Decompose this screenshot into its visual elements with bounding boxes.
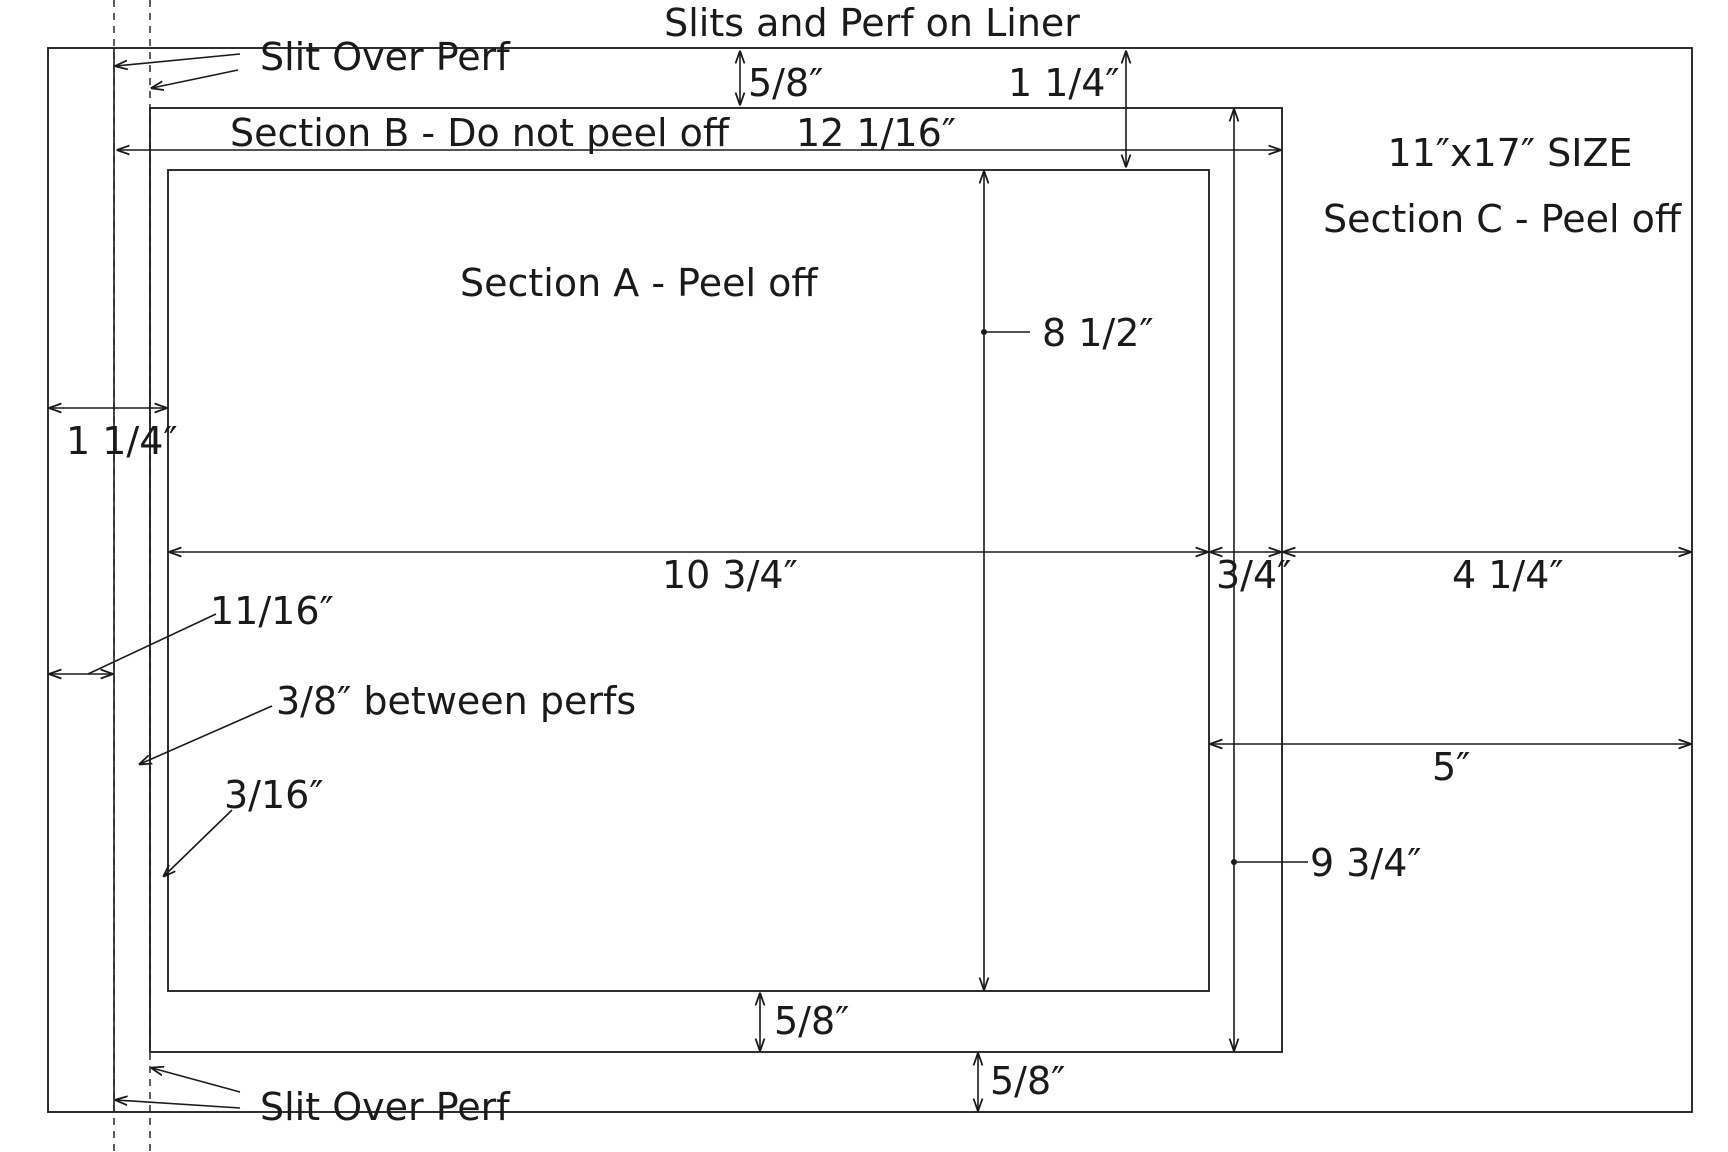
top-gap-label: 5/8″ xyxy=(748,61,823,105)
bottom-a-gap-label: 5/8″ xyxy=(774,999,849,1043)
top-right-gap-label: 1 1/4″ xyxy=(1008,61,1120,105)
left-margin-label: 1 1/4″ xyxy=(66,419,178,463)
section-b-width-label: 12 1/16″ xyxy=(796,111,956,155)
section-a-label: Section A - Peel off xyxy=(460,261,818,305)
section-c-width-label: 4 1/4″ xyxy=(1452,553,1564,597)
perf-offset-label: 3/16″ xyxy=(224,773,324,817)
slit-offset-leader xyxy=(87,613,217,675)
slit-leader-top-2 xyxy=(152,69,239,88)
slit-offset-label: 11/16″ xyxy=(210,589,334,633)
slit-leader-top-1 xyxy=(116,53,241,66)
perf-offset-leader xyxy=(164,809,233,876)
between-perfs-label: 3/8″ between perfs xyxy=(276,679,636,723)
section-b-outline xyxy=(149,107,1283,1053)
size-label: 11″x17″ SIZE xyxy=(1387,131,1632,175)
slit-over-perf-top-label: Slit Over Perf xyxy=(260,35,511,79)
section-a-outline xyxy=(167,169,1210,992)
section-c-label: Section C - Peel off xyxy=(1323,197,1682,241)
slit-leader-bottom-2 xyxy=(152,1068,241,1093)
right-c-width-label: 5″ xyxy=(1432,745,1470,789)
slit-over-perf-bottom-label: Slit Over Perf xyxy=(260,1085,511,1129)
liner-sheet-outline xyxy=(47,47,1693,1113)
slit-leader-bottom-1 xyxy=(116,1100,241,1109)
diagram-title: Slits and Perf on Liner xyxy=(664,1,1080,45)
right-b-margin-label: 3/4″ xyxy=(1216,553,1291,597)
section-a-width-label: 10 3/4″ xyxy=(662,553,798,597)
section-b-height-label: 9 3/4″ xyxy=(1310,841,1422,885)
section-b-label: Section B - Do not peel off xyxy=(230,111,730,155)
section-a-height-label: 8 1/2″ xyxy=(1042,311,1154,355)
between-perfs-leader xyxy=(140,705,273,764)
bottom-b-gap-label: 5/8″ xyxy=(990,1059,1065,1103)
